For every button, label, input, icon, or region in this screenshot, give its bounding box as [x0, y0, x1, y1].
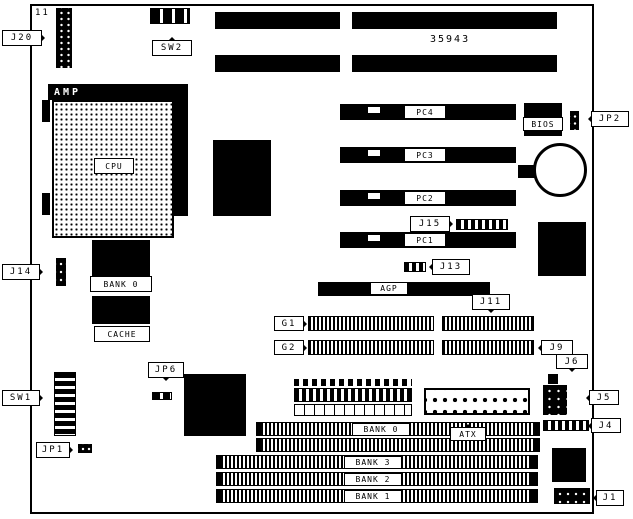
power-pin-row: [294, 379, 412, 386]
jp6-jumper: [152, 392, 172, 400]
jp1-jumper: [78, 444, 92, 453]
slot-key-notch: [368, 193, 380, 199]
cpu-socket: [52, 100, 174, 238]
j6-jumper: [548, 374, 558, 384]
jp2-jumper: [570, 111, 579, 130]
slot-key-notch: [368, 150, 380, 156]
callout-sw2: SW2: [152, 37, 192, 56]
callout-jp6: JP6: [148, 362, 184, 381]
chip-qfp-east: [538, 222, 586, 276]
amp-socket-bar: AMP: [48, 84, 174, 100]
callout-j15: J15: [410, 216, 453, 232]
slot-key-notch: [368, 107, 380, 113]
g1-header: [308, 316, 434, 331]
j11-header: [442, 316, 534, 331]
chip-qfp-north: [213, 140, 271, 216]
callout-j5: J5: [586, 390, 619, 405]
at-power-socket: [294, 404, 412, 416]
callout-j6: J6: [556, 354, 588, 372]
j4-header: [543, 420, 589, 431]
cpu-label: CPU: [94, 158, 134, 174]
cpu-socket-side-bar: [174, 84, 188, 216]
j14-pin-header: [56, 258, 66, 286]
callout-j9: J9: [538, 340, 573, 355]
at-power-connector: [294, 388, 412, 402]
battery: [533, 143, 587, 197]
atx-power-connector: [424, 388, 530, 415]
j5-pin-header: [543, 385, 567, 415]
expansion-slot-top-1: [215, 12, 340, 29]
callout-j20: J20: [2, 30, 45, 46]
expansion-slot-top-4: [352, 55, 557, 72]
cache-chip-1: [92, 240, 150, 278]
pci-slot-4-label: PC4: [404, 105, 446, 119]
callout-g1: G1: [274, 316, 307, 331]
bank1-label: BANK 1: [344, 490, 402, 503]
corner-text: 11: [35, 8, 50, 18]
callout-j1: J1: [593, 490, 624, 506]
cache-label: CACHE: [94, 326, 150, 342]
cpu-socket-tab-top: [42, 100, 50, 122]
chip-qfp-south: [184, 374, 246, 436]
pci-slot-3-label: PC3: [404, 148, 446, 162]
callout-j13: J13: [429, 259, 470, 275]
callout-j11: J11: [472, 294, 510, 313]
cpu-socket-tab-bottom: [42, 193, 50, 215]
pci-slot-2-label: PC2: [404, 191, 446, 205]
j13-jumper: [404, 262, 426, 272]
bank2-label: BANK 2: [344, 473, 402, 486]
board-outline: [30, 4, 594, 514]
chip-flat-bottom-right: [552, 448, 586, 482]
expansion-slot-top-2: [352, 12, 557, 29]
sw1-dip-switch: [54, 372, 76, 436]
pci-slot-1-label: PC1: [404, 233, 446, 247]
callout-j4: J4: [588, 418, 621, 433]
memory-slot-bank0-b: [256, 438, 540, 452]
callout-jp2: JP2: [588, 111, 629, 127]
callout-sw1: SW1: [2, 390, 43, 406]
slot-key-notch: [368, 235, 380, 241]
callout-g2: G2: [274, 340, 307, 355]
j1-pin-header: [554, 488, 590, 504]
bank3-label: BANK 3: [344, 456, 402, 469]
sw2-switch: [150, 8, 190, 24]
j9-header: [442, 340, 534, 355]
g2-header: [308, 340, 434, 355]
expansion-slot-top-3: [215, 55, 340, 72]
callout-j14: J14: [2, 264, 43, 280]
board-part-number: 35943: [430, 34, 471, 45]
j15-pin-strip: [456, 219, 508, 230]
bank0-label: BANK 0: [352, 423, 410, 436]
j20-pin-header: [56, 8, 72, 68]
cache-bank0-label: BANK 0: [90, 276, 152, 292]
agp-label: AGP: [370, 282, 408, 295]
cache-chip-2: [92, 296, 150, 324]
callout-jp1: JP1: [36, 442, 73, 458]
atx-label: ATX: [450, 424, 486, 441]
bios-label: BIOS: [523, 117, 563, 131]
